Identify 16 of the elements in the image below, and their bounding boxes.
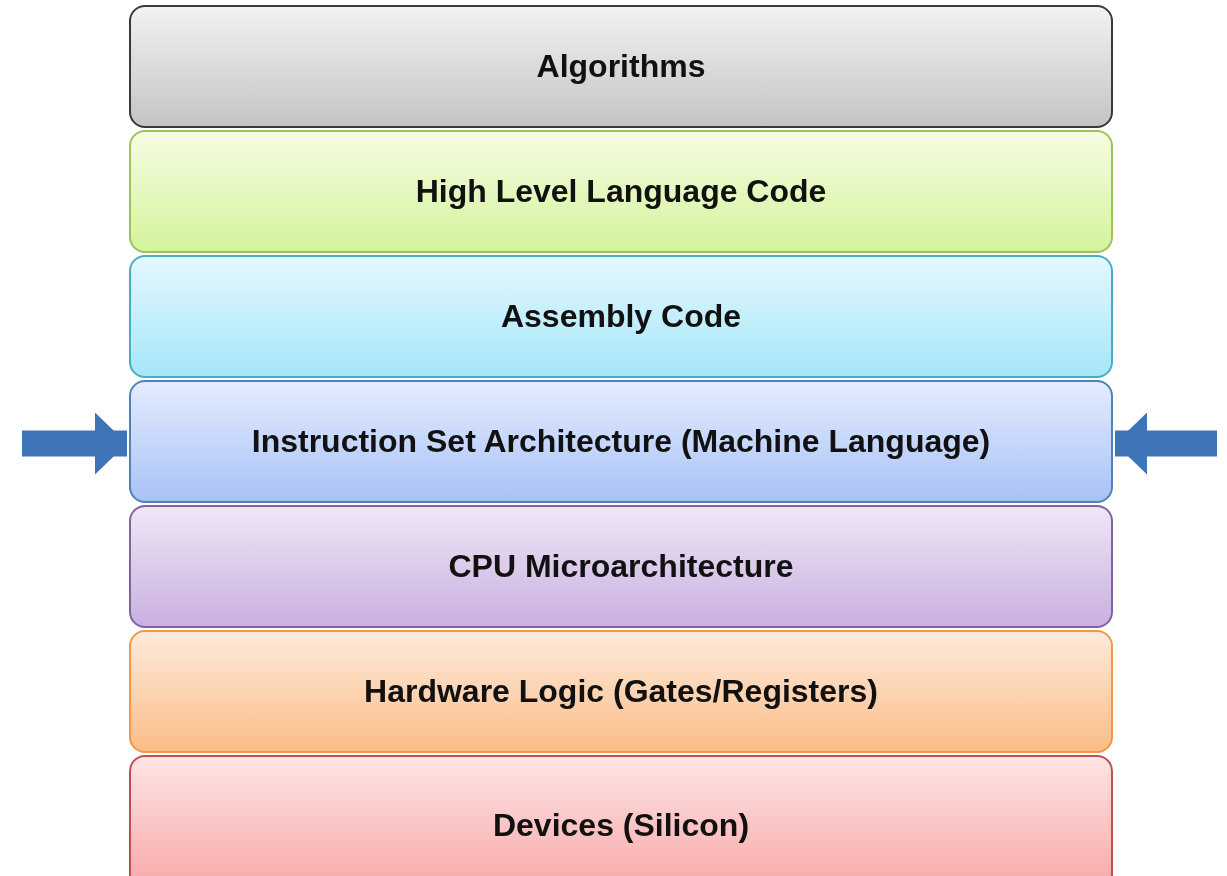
layer-box [129, 130, 1113, 253]
layer-label: High Level Language Code [415, 173, 827, 210]
block-arrow [1115, 412, 1217, 475]
layer-label: Instruction Set Architecture (Machine Language) [251, 423, 991, 460]
layer-box [129, 380, 1113, 503]
layer-box [129, 5, 1113, 128]
layer-box [129, 755, 1113, 876]
layer-box [129, 255, 1113, 378]
layer-label: Devices (Silicon) [492, 806, 750, 844]
layer-label: Algorithms [536, 48, 706, 85]
layer-box [129, 505, 1113, 628]
block-arrow [22, 412, 127, 475]
layer-label: Assembly Code [500, 298, 742, 335]
layer-label: CPU Microarchitecture [448, 548, 794, 585]
layer-label: Hardware Logic (Gates/Registers) [364, 673, 878, 710]
layer-box [129, 630, 1113, 753]
